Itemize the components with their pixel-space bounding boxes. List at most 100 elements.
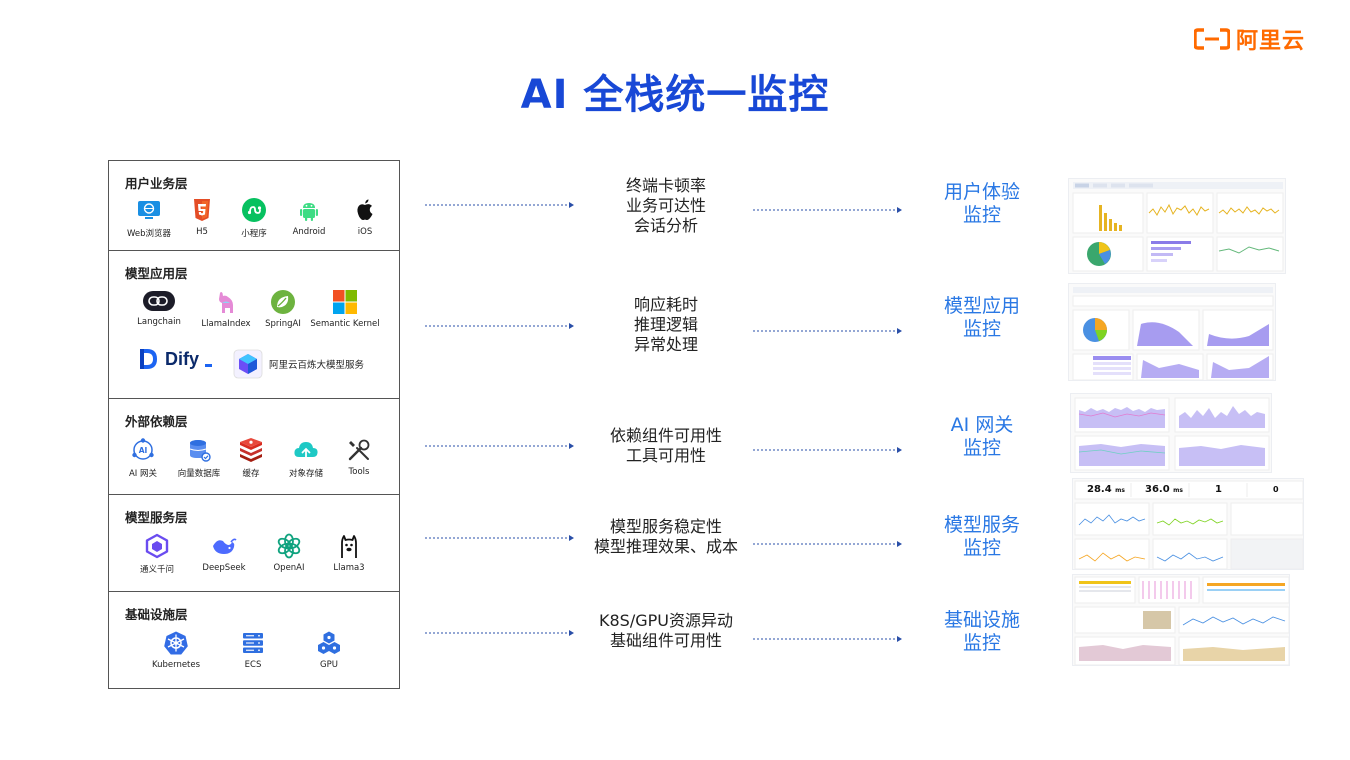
layer-model-application: 模型应用层 Langchain LlamaIndex SpringAI Sema… — [109, 251, 399, 399]
item-web-browser: Web浏览器 — [109, 197, 189, 239]
metric-line: 模型推理效果、成本 — [593, 537, 738, 556]
item-label: 小程序 — [241, 229, 267, 239]
brand-logo: 阿里云 — [1194, 24, 1305, 54]
android-icon — [300, 203, 318, 221]
layer-title: 基础设施层 — [125, 607, 188, 622]
monitor-line: 模型应用 — [943, 295, 1020, 317]
metric-line: K8S/GPU资源异动 — [599, 611, 733, 630]
item-label: Web浏览器 — [126, 229, 172, 239]
item-label: ECS — [244, 660, 262, 670]
dashboard-thumbnail-model-application — [1068, 283, 1276, 381]
item-label: SpringAI — [265, 319, 301, 329]
html5-icon — [194, 199, 210, 221]
metric-line: 响应耗时 — [633, 295, 698, 314]
object-storage-icon — [294, 442, 318, 460]
item-kubernetes: Kubernetes — [136, 630, 216, 670]
layer-title: 模型服务层 — [125, 510, 188, 525]
dify-underscore — [205, 363, 213, 367]
layer-user-business: 用户业务层 Web浏览器 H5 小程序 Android iOS — [109, 161, 399, 251]
gpu-icon — [318, 631, 340, 654]
layer-stack: 用户业务层 Web浏览器 H5 小程序 Android iOS 模型应用层 La… — [108, 160, 400, 689]
readout-latency-a: 28.4 ms — [1087, 484, 1125, 495]
ecs-server-icon — [243, 633, 263, 653]
item-langchain: Langchain — [119, 289, 199, 327]
item-bailian: 阿里云百炼大模型服务 — [233, 349, 364, 379]
vector-db-icon — [189, 440, 211, 462]
layer-infrastructure: 基础设施层 Kubernetes ECS GPU — [109, 592, 399, 690]
layer-external-dependency: 外部依赖层 AI AI 网关 向量数据库 缓存 对象存储 Tools — [109, 399, 399, 495]
monitor-line: 监控 — [962, 632, 1001, 654]
item-cache: 缓存 — [211, 437, 291, 479]
metric-line: 工具可用性 — [625, 446, 706, 465]
monitor-model-application: 模型应用 监控 — [922, 295, 1042, 341]
item-android: Android — [269, 197, 349, 237]
layer-title: 用户业务层 — [125, 176, 188, 191]
arrow-layer3-to-metrics — [425, 442, 575, 450]
dashboard-thumbnail-ai-gateway — [1070, 393, 1272, 473]
item-tools: Tools — [319, 437, 399, 477]
openai-icon — [277, 533, 301, 559]
readout-count-a: 1 — [1215, 484, 1222, 495]
item-vector-db: 向量数据库 — [159, 437, 239, 479]
item-gpu: GPU — [289, 630, 369, 670]
ai-gateway-icon: AI — [132, 438, 154, 460]
browser-icon — [138, 201, 160, 219]
arrow-metrics5-to-monitor — [753, 635, 903, 643]
metric-line: 推理逻辑 — [633, 315, 698, 334]
item-label: Llama3 — [333, 563, 365, 573]
layer-title: 模型应用层 — [125, 266, 188, 281]
brand-name: 阿里云 — [1236, 29, 1306, 54]
llamaindex-icon — [219, 292, 233, 313]
item-label: Langchain — [137, 317, 181, 327]
readout-value: 36.0 — [1145, 484, 1170, 495]
monitor-line: 监控 — [962, 437, 1001, 459]
mini-program-icon — [242, 198, 266, 222]
page-title: AI 全栈统一监控 — [520, 72, 830, 118]
bailian-icon — [233, 349, 263, 379]
redis-cache-icon — [240, 438, 262, 462]
arrow-metrics3-to-monitor — [753, 446, 903, 454]
svg-text:AI: AI — [139, 446, 148, 455]
dashboard-thumbnail-user-experience — [1068, 178, 1286, 274]
item-h5: H5 — [162, 197, 242, 237]
metric-line: 异常处理 — [633, 335, 698, 354]
readout-value: 28.4 — [1087, 484, 1112, 495]
item-label: Kubernetes — [151, 660, 201, 670]
metric-line: 会话分析 — [633, 216, 698, 235]
layer-model-service: 模型服务层 通义千问 DeepSeek OpenAI Llama3 — [109, 495, 399, 592]
monitor-model-service: 模型服务 监控 — [922, 514, 1042, 560]
deepseek-icon — [213, 538, 237, 554]
item-label: H5 — [196, 227, 208, 237]
metrics-model-application: 响应耗时 推理逻辑 异常处理 — [576, 295, 756, 355]
apple-icon — [357, 199, 373, 220]
monitor-line: 基础设施 — [943, 609, 1020, 631]
metrics-infrastructure: K8S/GPU资源异动 基础组件可用性 — [566, 611, 766, 651]
item-ecs: ECS — [213, 630, 293, 670]
qwen-icon — [145, 533, 169, 559]
item-label: AI 网关 — [128, 469, 158, 479]
item-llamaindex: LlamaIndex — [186, 289, 266, 329]
dashboard-thumbnail-model-service: 28.4 ms 36.0 ms 1 0 — [1072, 478, 1304, 570]
arrow-layer4-to-metrics — [425, 534, 575, 542]
item-ios: iOS — [325, 197, 405, 237]
monitor-ai-gateway: AI 网关 监控 — [922, 414, 1042, 460]
item-llama3: Llama3 — [309, 533, 389, 573]
layer-title: 外部依赖层 — [125, 414, 188, 429]
item-ai-gateway: AI AI 网关 — [103, 437, 183, 479]
metric-line: 基础组件可用性 — [609, 631, 722, 650]
item-openai: OpenAI — [249, 533, 329, 573]
arrow-metrics2-to-monitor — [753, 327, 903, 335]
monitor-infrastructure: 基础设施 监控 — [922, 609, 1042, 655]
item-label: 缓存 — [242, 469, 260, 479]
item-springai: SpringAI — [243, 289, 323, 329]
item-label: 向量数据库 — [177, 469, 221, 479]
readout-latency-b: 36.0 ms — [1145, 484, 1183, 495]
monitor-user-experience: 用户体验 监控 — [922, 181, 1042, 227]
item-label: DeepSeek — [202, 563, 246, 573]
metric-line: 业务可达性 — [625, 196, 706, 215]
readout-unit: ms — [1173, 487, 1183, 494]
metric-line: 终端卡顿率 — [625, 176, 706, 195]
microsoft-icon — [333, 290, 357, 314]
item-semantic-kernel: Semantic Kernel — [305, 289, 385, 329]
metrics-model-service: 模型服务稳定性 模型推理效果、成本 — [566, 517, 766, 557]
